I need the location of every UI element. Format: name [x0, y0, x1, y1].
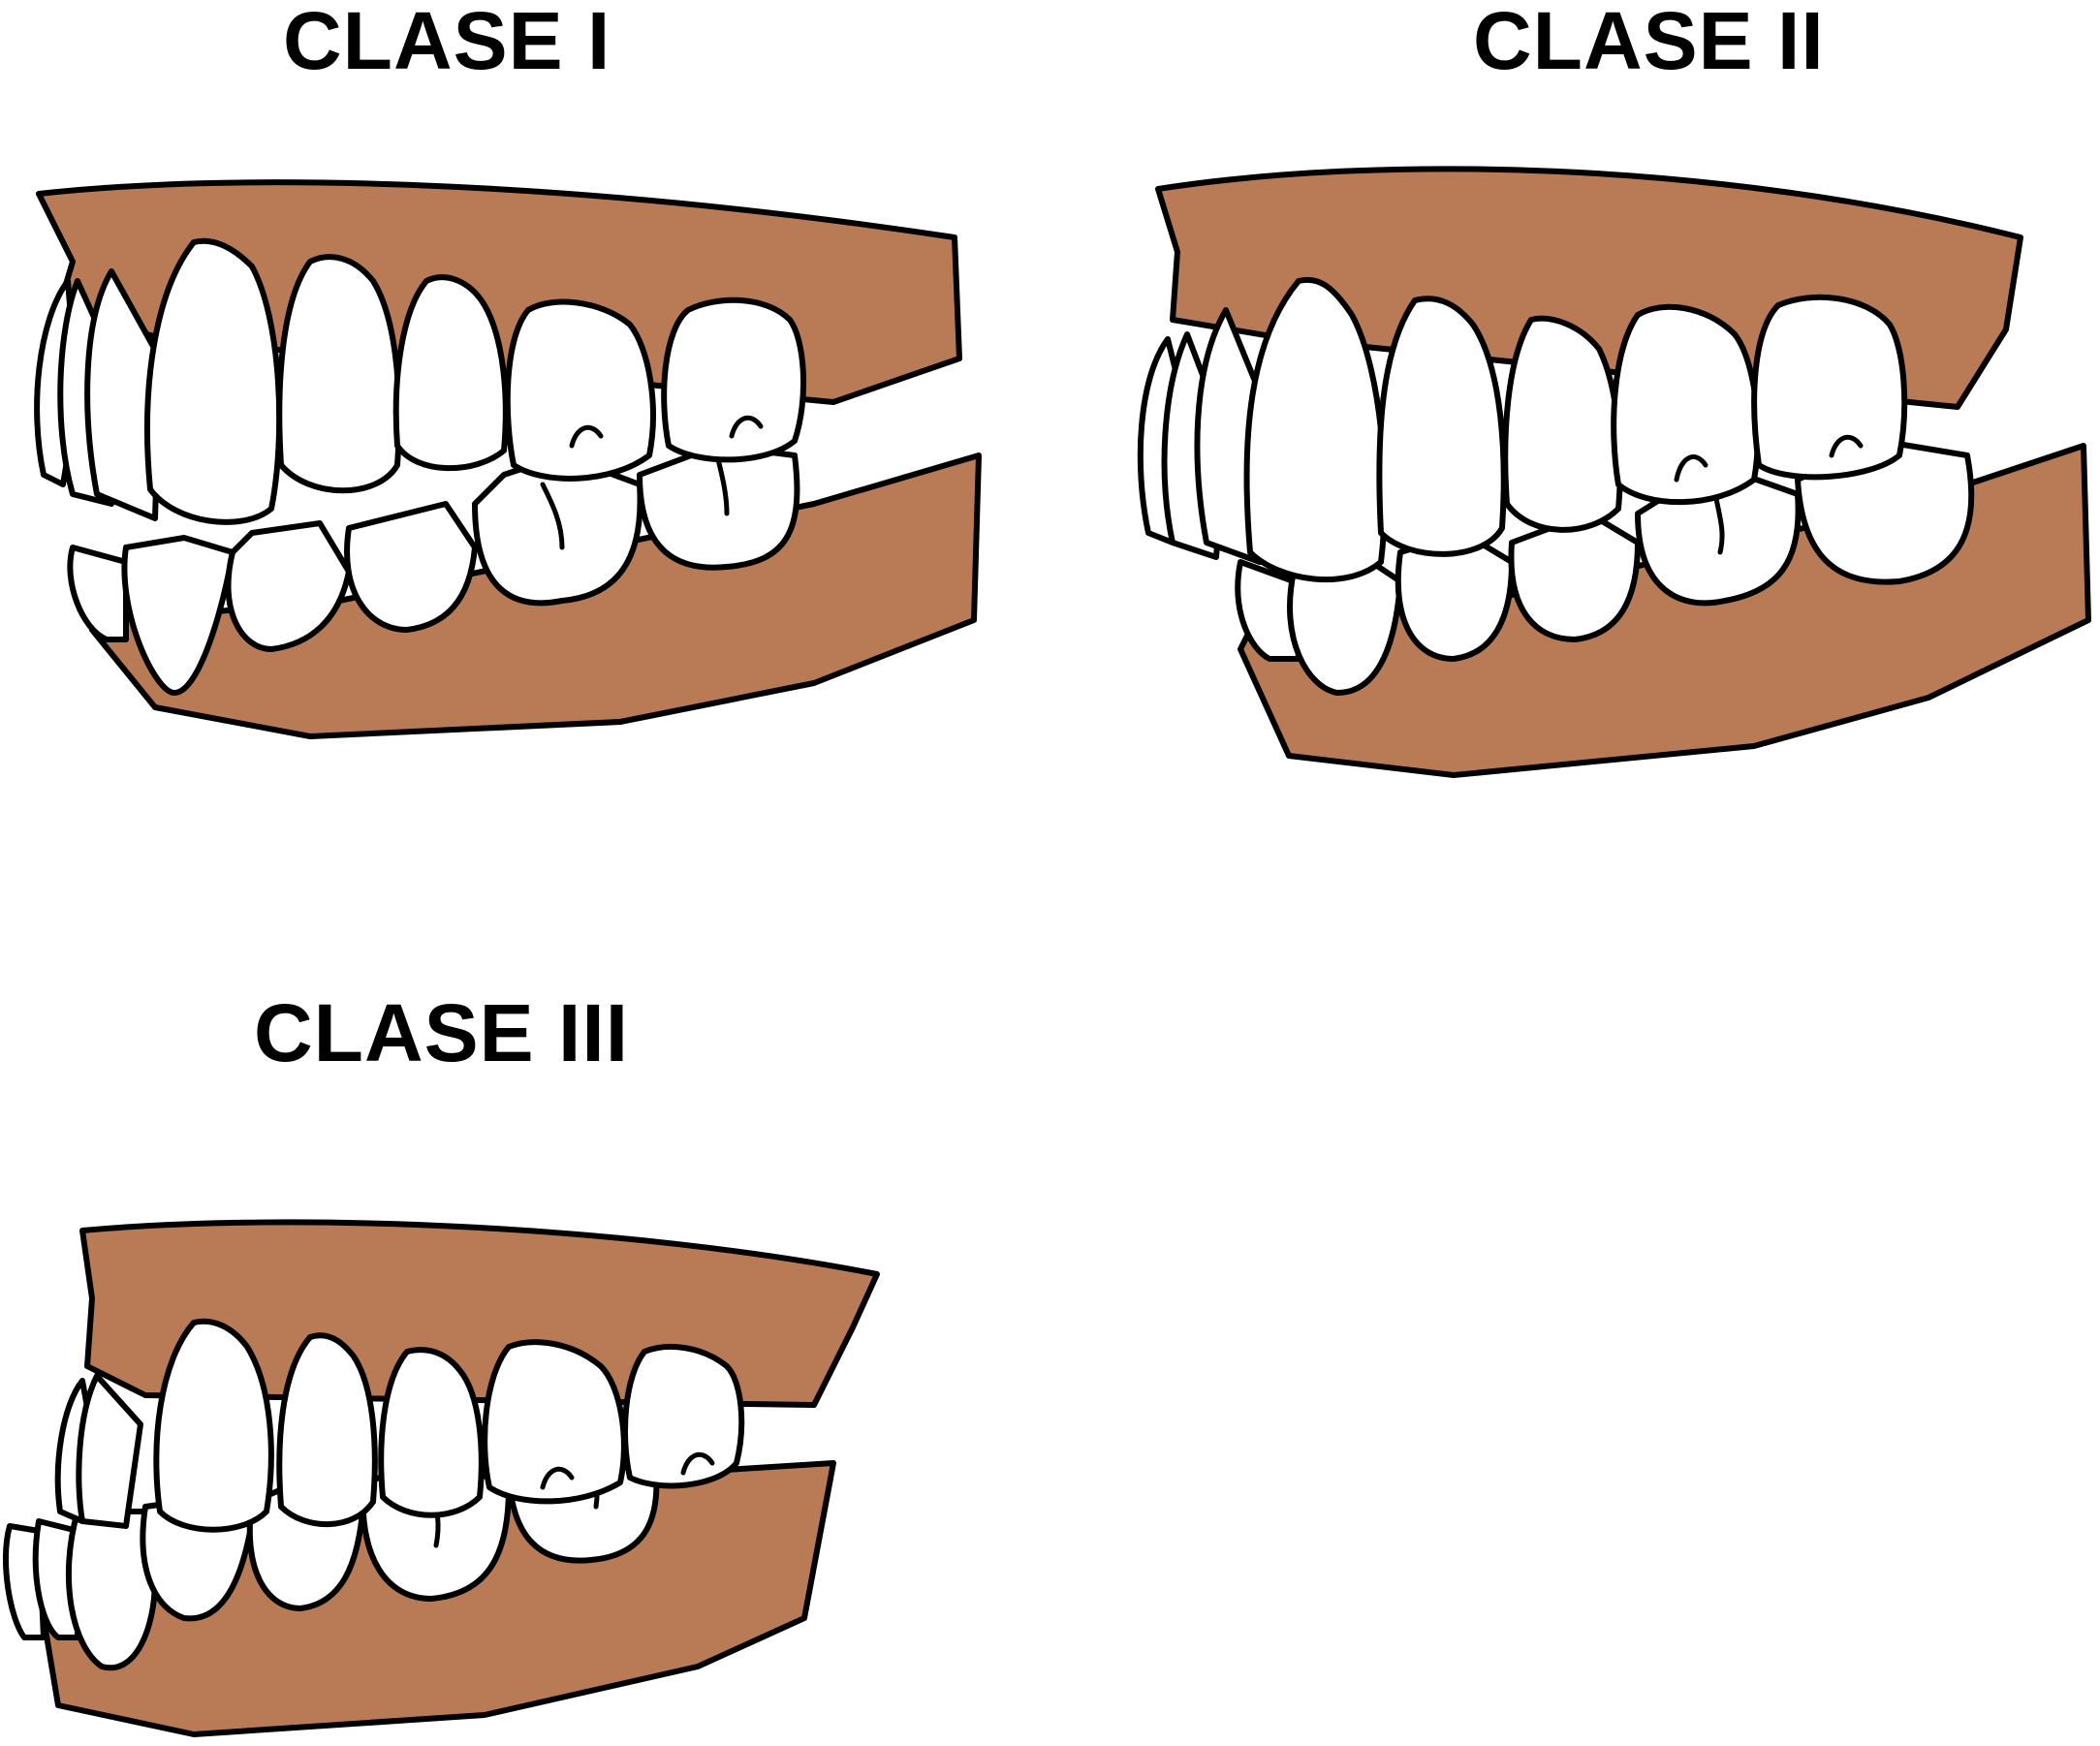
upper-teeth — [1137, 276, 1908, 583]
upper-teeth — [54, 1318, 745, 1533]
clase-ii-illustration — [1137, 166, 2091, 778]
upper-teeth — [34, 237, 807, 525]
clase-ii-title: CLASE II — [1473, 0, 1825, 86]
lower-teeth — [67, 443, 800, 696]
clase-i-illustration — [34, 179, 982, 739]
clase-iii-illustration — [3, 1219, 880, 1737]
clase-iii-title: CLASE III — [254, 987, 630, 1078]
clase-i-title: CLASE I — [283, 0, 611, 86]
